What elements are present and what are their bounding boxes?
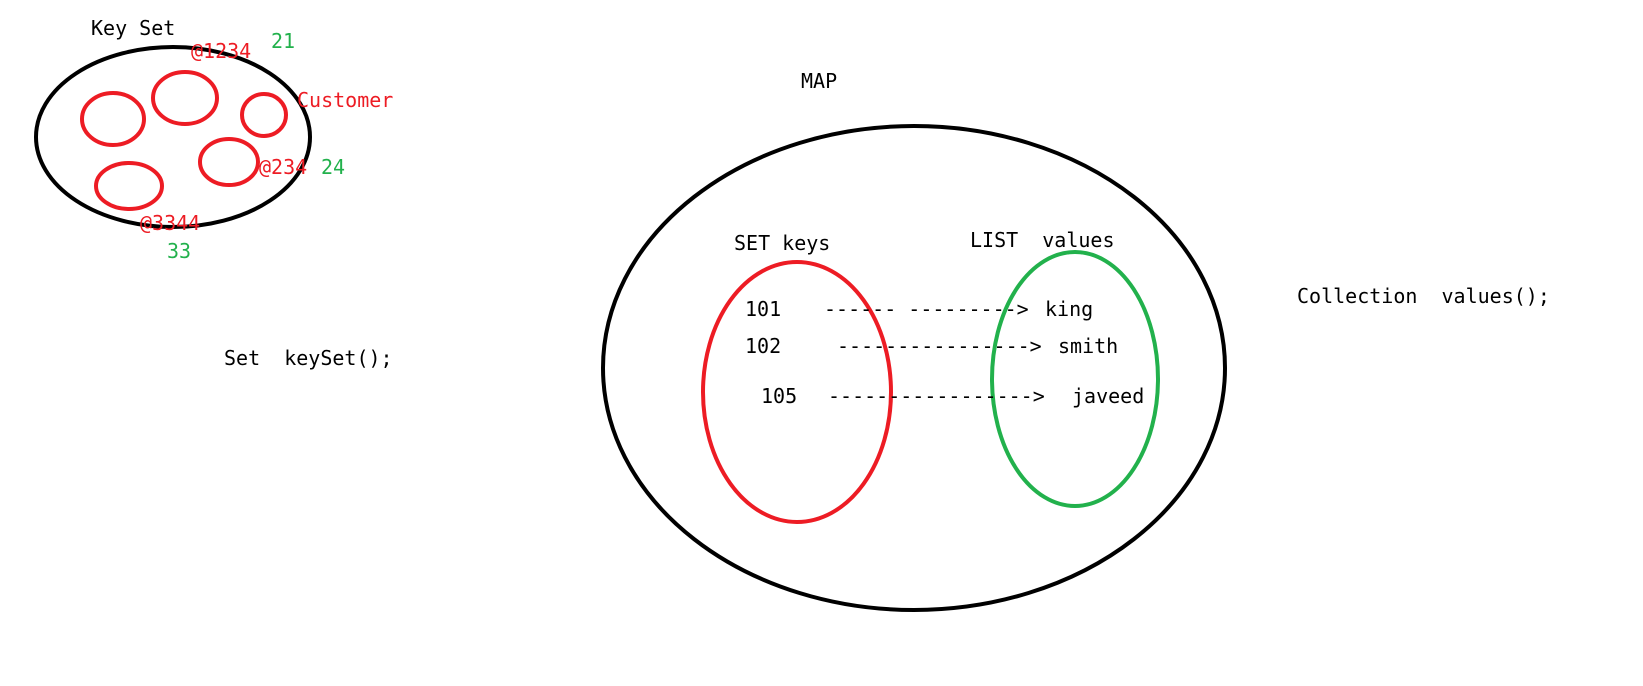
value-king: king	[1045, 297, 1093, 321]
hash-label-33: 33	[167, 239, 191, 263]
arrow-105: ----------------->	[828, 384, 1045, 408]
key-105: 105	[761, 384, 797, 408]
object-label-1234: @1234	[191, 39, 251, 63]
list-values-ellipse	[990, 250, 1160, 508]
object-label-234: @234	[259, 155, 307, 179]
key-object-circle	[94, 161, 164, 211]
arrow-101: ------ --------->	[824, 297, 1029, 321]
object-label-3344: @3344	[140, 211, 200, 235]
list-values-title: LIST values	[970, 228, 1115, 252]
key-object-circle	[80, 91, 146, 147]
hash-label-24: 24	[321, 155, 345, 179]
map-ellipse	[601, 124, 1227, 612]
arrow-102: ---------------->	[837, 334, 1042, 358]
values-method-label: Collection values();	[1297, 284, 1550, 308]
key-object-circle	[198, 137, 260, 187]
set-keys-ellipse	[701, 260, 893, 524]
key-101: 101	[745, 297, 781, 321]
map-title: MAP	[801, 69, 837, 93]
value-smith: smith	[1058, 334, 1118, 358]
key-102: 102	[745, 334, 781, 358]
value-javeed: javeed	[1072, 384, 1144, 408]
key-object-circle	[240, 92, 288, 138]
keyset-method-label: Set keySet();	[224, 346, 393, 370]
hash-label-21: 21	[271, 29, 295, 53]
key-set-title: Key Set	[91, 16, 175, 40]
key-object-circle	[151, 70, 219, 126]
key-set-ellipse	[34, 45, 312, 229]
set-keys-title: SET keys	[734, 231, 830, 255]
customer-label: Customer	[297, 88, 393, 112]
